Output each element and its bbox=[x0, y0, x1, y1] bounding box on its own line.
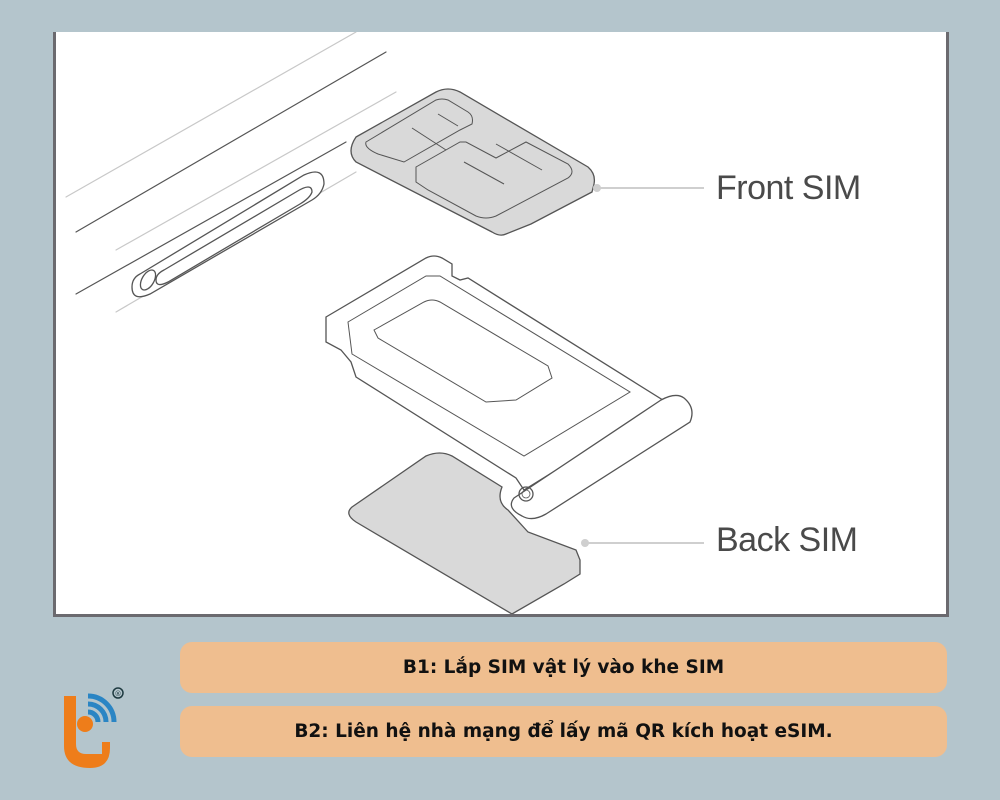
leader-lines bbox=[581, 184, 704, 547]
back-sim-card-icon bbox=[348, 452, 581, 614]
diagram-panel: Front SIM Back SIM bbox=[53, 32, 949, 617]
step-1-banner: B1: Lắp SIM vật lý vào khe SIM bbox=[180, 642, 947, 693]
front-sim-label: Front SIM bbox=[716, 169, 861, 207]
sim-tray-illustration bbox=[65, 32, 704, 614]
step-2-banner: B2: Liên hệ nhà mạng để lấy mã QR kích h… bbox=[180, 706, 947, 757]
back-sim-label: Back SIM bbox=[716, 521, 858, 559]
t-wifi-logo-icon: ® bbox=[64, 687, 124, 768]
side-button-icon bbox=[131, 171, 325, 298]
phone-edge-icon bbox=[65, 32, 397, 313]
sim-tray-icon bbox=[325, 255, 693, 520]
registered-mark-icon bbox=[112, 687, 124, 699]
svg-text:®: ® bbox=[115, 690, 122, 698]
front-sim-card-icon bbox=[350, 88, 596, 236]
